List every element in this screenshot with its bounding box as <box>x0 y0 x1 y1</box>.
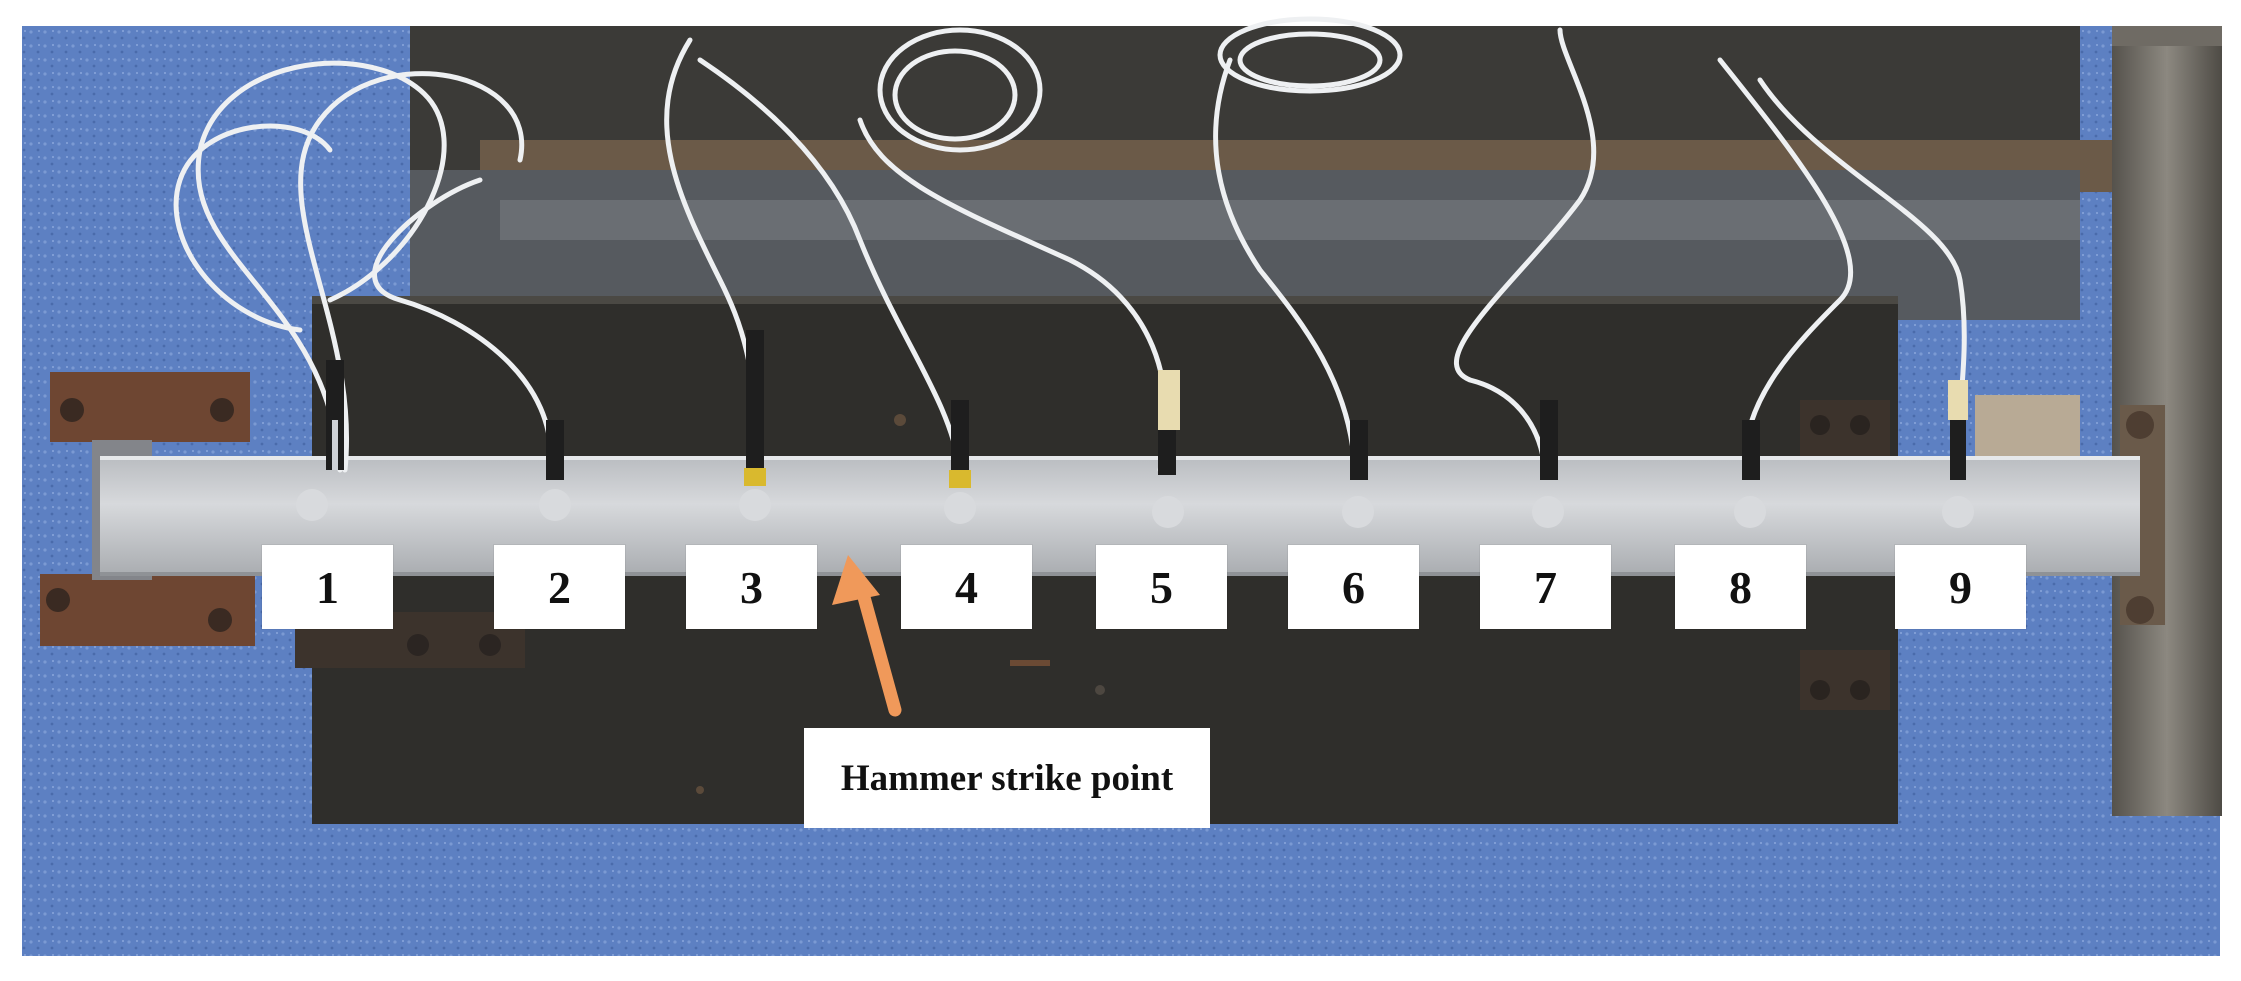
sensor-label-8: 8 <box>1675 545 1806 629</box>
sensor-label-4: 4 <box>901 545 1032 629</box>
sensor-connector-6 <box>1342 420 1374 528</box>
sensor-label-1: 1 <box>262 545 393 629</box>
sensor-label-5: 5 <box>1096 545 1227 629</box>
sensor-connector-2 <box>539 420 571 521</box>
sensor-connector-5 <box>1152 370 1184 528</box>
sensor-label-9: 9 <box>1895 545 2026 629</box>
sensor-connector-7 <box>1532 400 1564 528</box>
sensor-label-6: 6 <box>1288 545 1419 629</box>
sensor-connector-1 <box>296 360 344 521</box>
right-clamp <box>1800 395 2165 710</box>
upper-frame <box>410 26 2120 320</box>
sensor-connector-8 <box>1734 420 1766 528</box>
sensor-connectors <box>296 330 1974 528</box>
strike-arrow <box>832 555 902 717</box>
sensor-connector-3 <box>739 330 771 521</box>
sensor-connector-9 <box>1942 380 1974 528</box>
sensor-label-2: 2 <box>494 545 625 629</box>
sensor-connector-4 <box>944 400 976 524</box>
sensor-label-7: 7 <box>1480 545 1611 629</box>
hammer-strike-label: Hammer strike point <box>804 728 1210 828</box>
sensor-label-3: 3 <box>686 545 817 629</box>
